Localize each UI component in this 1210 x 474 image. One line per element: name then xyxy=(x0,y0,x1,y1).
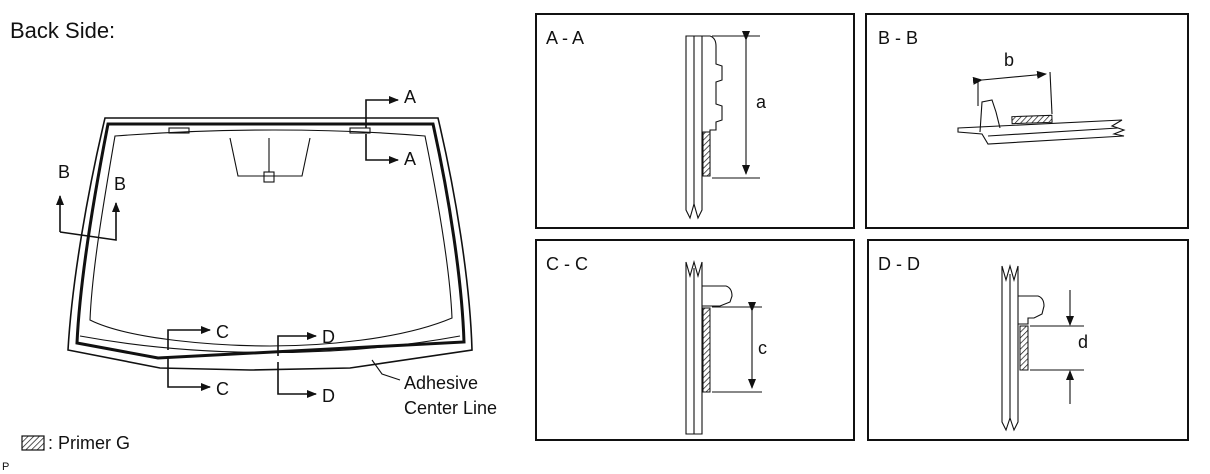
dim-a-label: a xyxy=(756,92,767,112)
section-dd-panel: D - D d xyxy=(867,239,1189,441)
section-c-callout: C C xyxy=(167,322,229,399)
section-dd-title: D - D xyxy=(878,254,920,274)
section-cc-title: C - C xyxy=(546,254,588,274)
section-bb-panel: B - B b xyxy=(865,13,1189,229)
section-cc-panel: C - C c xyxy=(535,239,855,441)
section-b-callout: B B xyxy=(56,162,126,241)
legend-text: : Primer G xyxy=(48,433,130,453)
callout-b-right: B xyxy=(114,174,126,194)
section-d-callout: D D xyxy=(277,327,335,406)
windshield-outline xyxy=(67,117,473,371)
dim-d-label: d xyxy=(1078,332,1088,352)
section-aa-panel: A - A a xyxy=(535,13,855,229)
callout-a-top: A xyxy=(404,87,416,107)
primer-swatch-icon xyxy=(21,435,45,451)
section-a-callout: A A xyxy=(365,87,416,169)
back-side-heading: Back Side: xyxy=(10,18,115,43)
svg-text:Center Line: Center Line xyxy=(404,398,497,418)
callout-c-bottom: C xyxy=(216,379,229,399)
legend: : Primer G P xyxy=(2,433,130,473)
callout-a-bottom: A xyxy=(404,149,416,169)
dim-b-label: b xyxy=(1004,50,1014,70)
callout-d-bottom: D xyxy=(322,386,335,406)
dim-c-label: c xyxy=(758,338,767,358)
legend-prefix: P xyxy=(2,461,9,473)
section-aa-title: A - A xyxy=(546,28,584,48)
callout-b-left: B xyxy=(58,162,70,182)
svg-text:Adhesive: Adhesive xyxy=(404,373,478,393)
callout-c-top: C xyxy=(216,322,229,342)
section-bb-title: B - B xyxy=(878,28,918,48)
callout-d-top: D xyxy=(322,327,335,347)
adhesive-center-line-label: Adhesive Center Line xyxy=(371,359,497,418)
